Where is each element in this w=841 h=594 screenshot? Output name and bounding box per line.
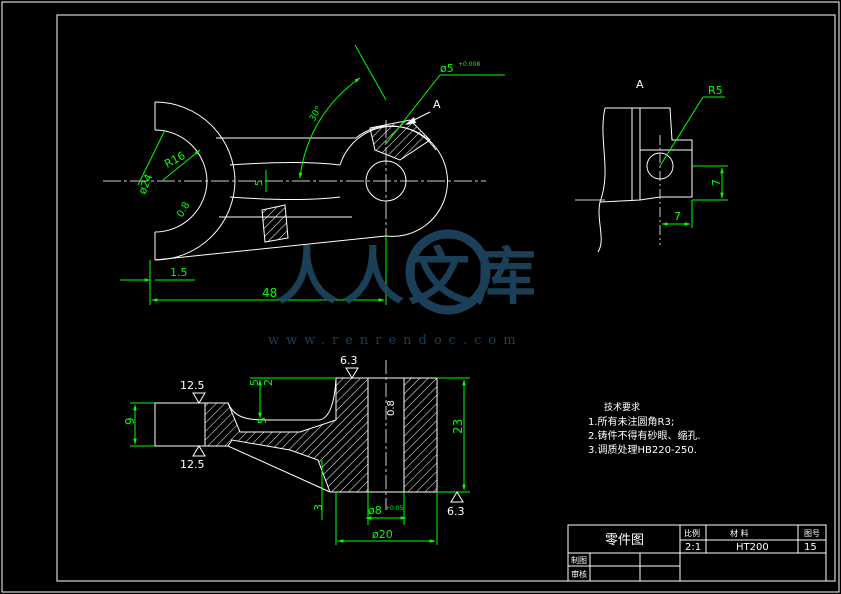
watermark: 人人文库 www.renrendoc.com [268, 229, 540, 348]
inner-border [56, 14, 836, 582]
detail-dim-7-horz: 7 [674, 210, 681, 223]
tech-item-2: 2.铸件不得有砂眼、缩孔. [588, 429, 701, 442]
tb-scale-value: 2:1 [685, 542, 701, 553]
view-arrow-a-label: A [433, 98, 441, 111]
front-radius: R16 [162, 149, 187, 171]
front-dia-hole-tol: +0.008 [458, 61, 480, 68]
title-block [567, 524, 827, 582]
tb-material-value: HT200 [736, 542, 769, 553]
front-dim-1-5: 1.5 [170, 266, 188, 279]
front-dia-hole: ø5 [440, 62, 454, 75]
tb-scale-label: 比例 [684, 528, 700, 538]
section-rough-top: 6.3 [340, 354, 358, 367]
rough-symbols [192, 367, 464, 503]
detail-a-label: A [636, 78, 644, 91]
tech-item-3: 3.调质处理HB220-250. [588, 444, 697, 456]
section-dim-2: 2 [262, 379, 275, 386]
tb-checked-label: 审核 [571, 569, 587, 579]
tech-title: 技术要求 [604, 401, 640, 413]
tech-item-1: 1.所有未注圆角R3; [588, 415, 674, 428]
tb-part-name: 零件图 [605, 533, 644, 548]
section-dim-23: 23 [451, 419, 465, 434]
front-view-dims [120, 44, 505, 305]
section-dim-9: 9 [123, 417, 137, 425]
front-view [103, 101, 486, 261]
section-rough-bottom: 6.3 [447, 505, 465, 518]
front-dia-arc: ø24 [136, 172, 156, 196]
tb-drawing-no-label: 图号 [804, 529, 820, 538]
section-dia-8-tol: +0.05 [385, 505, 404, 512]
front-dim-48: 48 [262, 286, 277, 300]
section-view-dims [130, 377, 470, 545]
front-rough: 0.8 [175, 200, 192, 219]
front-angle-label: 30° [308, 105, 325, 124]
detail-dim-7-vert: 7 [710, 179, 723, 186]
watermark-brand: 人人文库 [276, 240, 540, 313]
section-rough-hole: 0.8 [386, 400, 397, 416]
section-dim-3: 3 [312, 504, 325, 511]
front-dim-5: 5 [254, 180, 265, 186]
tech-requirements: 技术要求 1.所有未注圆角R3; 2.铸件不得有砂眼、缩孔. 3.调质处理HB2… [588, 401, 701, 456]
section-dia-8: ø8 [368, 504, 382, 517]
tb-material-label: 材 料 [730, 528, 749, 538]
detail-view [575, 107, 693, 253]
view-arrow-a [405, 111, 431, 125]
detail-radius: R5 [708, 84, 723, 97]
tb-drawn-label: 制图 [571, 555, 587, 565]
section-rough-left-top: 12.5 [180, 379, 205, 392]
section-view [154, 360, 438, 510]
section-dim-5b: 5 [256, 417, 269, 424]
section-rough-left-bottom: 12.5 [180, 458, 205, 471]
watermark-url: www.renrendoc.com [268, 333, 523, 348]
section-dim-5a: 5 [248, 379, 261, 386]
section-dia-20: ø20 [372, 528, 393, 541]
detail-view-dims [659, 96, 728, 228]
watermark-logo-ring [405, 229, 491, 315]
tb-drawing-no-value: 15 [804, 542, 817, 553]
